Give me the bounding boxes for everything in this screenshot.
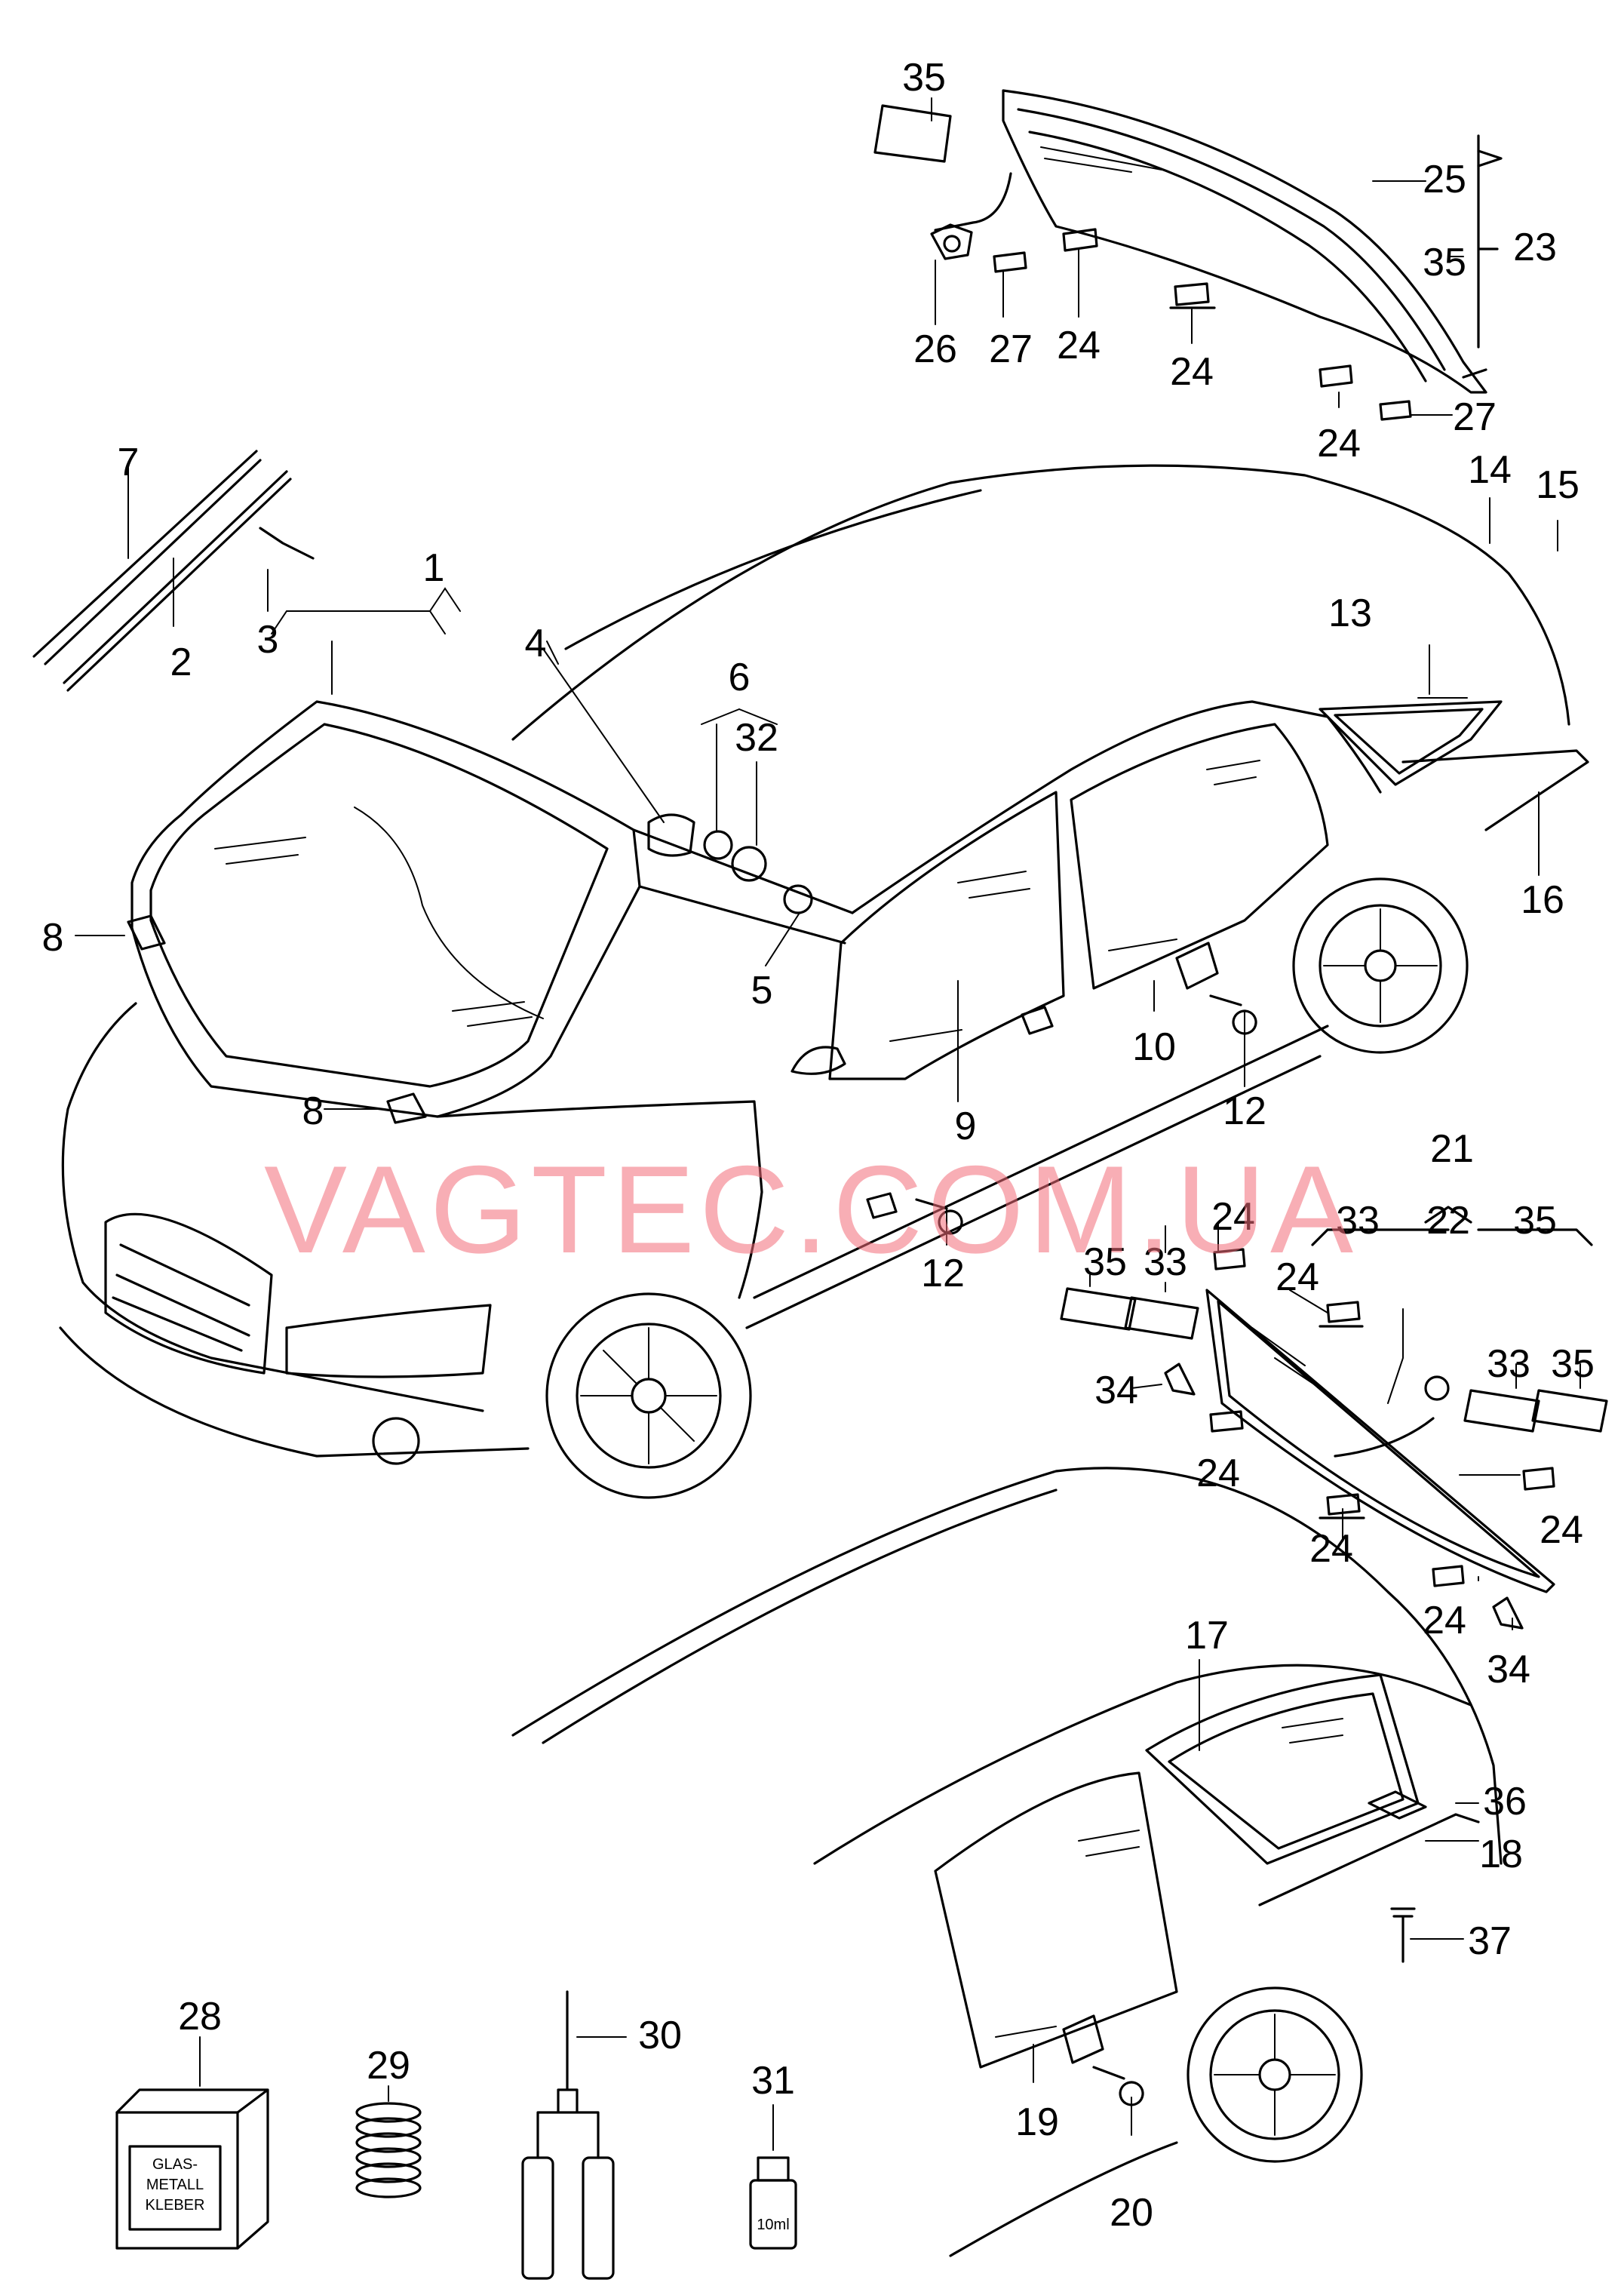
callout-24-mid2: 24 (1276, 1255, 1319, 1299)
callout-15: 15 (1536, 463, 1579, 507)
box-label-line1: GLAS- (152, 2156, 198, 2173)
callout-12-left: 12 (921, 1252, 965, 1295)
callout-23: 23 (1513, 226, 1557, 269)
bottle-label: 10ml (757, 2217, 789, 2233)
callout-24-mid6: 24 (1423, 1599, 1466, 1642)
callout-26: 26 (913, 327, 957, 371)
leader-lines (75, 97, 1581, 2136)
callout-24-mid3: 24 (1196, 1452, 1240, 1495)
callout-35-bracket: 35 (1423, 241, 1466, 284)
box-label-line3: KLEBER (146, 2197, 205, 2214)
callout-25: 25 (1423, 158, 1466, 201)
callout-12-right: 12 (1223, 1089, 1266, 1133)
callout-24-top1: 24 (1057, 324, 1101, 367)
callout-13: 13 (1328, 591, 1372, 635)
callout-33-mid: 33 (1144, 1240, 1187, 1284)
callout-24-mid4: 24 (1540, 1508, 1583, 1552)
callout-4: 4 (525, 622, 547, 665)
callout-37: 37 (1468, 1919, 1512, 1963)
callout-1: 1 (423, 546, 445, 590)
callout-34-left: 34 (1094, 1369, 1138, 1412)
callout-10: 10 (1132, 1025, 1176, 1069)
callout-31: 31 (751, 2059, 795, 2103)
callout-6: 6 (729, 656, 751, 699)
callout-22: 22 (1426, 1199, 1470, 1243)
callout-8-upper: 8 (42, 916, 64, 960)
callout-5: 5 (751, 969, 773, 1012)
rear-window-top (873, 89, 1503, 421)
callout-35-bracket-right: 35 (1513, 1199, 1557, 1243)
box-label-line2: METALL (146, 2177, 204, 2193)
rear-window-right (1060, 1206, 1608, 1630)
callout-3: 3 (257, 618, 279, 662)
callout-19: 19 (1015, 2100, 1059, 2144)
callout-24-mid5: 24 (1309, 1527, 1353, 1571)
sedan-body (32, 450, 1589, 1499)
callout-33-right: 33 (1487, 1342, 1530, 1386)
callout-numbers: 35 25 23 35 26 27 24 24 27 24 14 15 7 2 … (42, 56, 1595, 2235)
callout-16: 16 (1521, 878, 1564, 922)
watermark: VAGTEC.COM.UA (264, 1140, 1358, 1279)
callout-27-right: 27 (1453, 395, 1497, 439)
callout-24-top3: 24 (1317, 422, 1361, 465)
callout-21: 21 (1430, 1127, 1474, 1171)
callout-33-bracket: 33 (1336, 1199, 1380, 1243)
callout-35-mid: 35 (1083, 1240, 1127, 1284)
callout-27-left: 27 (989, 327, 1033, 371)
callout-30: 30 (638, 2014, 682, 2057)
callout-14: 14 (1468, 448, 1512, 492)
callout-29: 29 (367, 2044, 410, 2088)
callout-28: 28 (178, 1995, 222, 2039)
callout-24-mid1: 24 (1211, 1195, 1255, 1239)
callout-35-right: 35 (1551, 1342, 1595, 1386)
adhesive-kit: GLAS- METALL KLEBER 10ml (115, 1990, 797, 2280)
callout-24-top2: 24 (1170, 350, 1214, 394)
callout-7: 7 (118, 441, 140, 484)
callout-9: 9 (955, 1105, 977, 1148)
callout-32: 32 (735, 716, 778, 760)
callout-8-lower: 8 (302, 1089, 324, 1133)
callout-35-top: 35 (902, 56, 946, 100)
callout-17: 17 (1185, 1614, 1229, 1658)
callout-36: 36 (1483, 1780, 1527, 1823)
callout-2: 2 (170, 641, 192, 684)
callout-18: 18 (1479, 1833, 1523, 1876)
wagon-body (511, 1467, 1503, 2257)
callout-34-right: 34 (1487, 1648, 1530, 1691)
callout-20: 20 (1110, 2191, 1153, 2235)
